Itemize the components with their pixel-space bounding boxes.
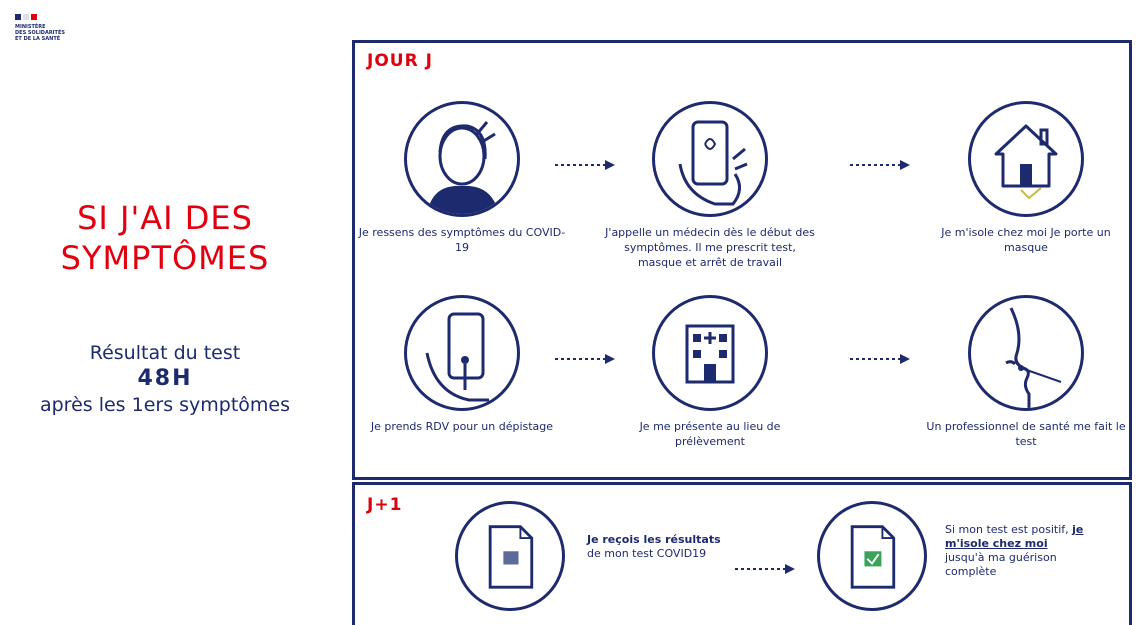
step-isolate: Je m'isole chez moi Je porte un masque (921, 101, 1131, 255)
positive-text-b: jusqu'à ma guérison complète (945, 551, 1057, 578)
step-symptoms-caption: Je ressens des symptômes du COVID-19 (358, 226, 566, 254)
receive-results-rest: de mon test COVID19 (587, 547, 707, 560)
positive-text-a: Si mon test est positif, (945, 523, 1069, 536)
building-icon (652, 295, 768, 411)
result-delay: 48H (137, 366, 193, 391)
receive-results-bold: Je reçois les résultats (587, 533, 721, 546)
positive-isolate-text: Si mon test est positif, je m'isole chez… (945, 523, 1085, 579)
j-plus-1-label: J+1 (367, 495, 403, 515)
result-line-1: Résultat du test (89, 342, 241, 364)
result-document-icon (455, 501, 565, 611)
logo-text: MINISTÈRE DES SOLIDARITÉS ET DE LA SANTÉ (15, 24, 65, 42)
step-call-doctor-caption: J'appelle un médecin dès le début des sy… (605, 226, 815, 269)
receive-results-text: Je reçois les résultats de mon test COVI… (587, 533, 727, 561)
isolate-link-text: je m'isole chez moi (945, 523, 1084, 550)
step-go-to-lab-caption: Je me présente au lieu de prélèvement (639, 420, 781, 448)
step-test-caption: Un professionnel de santé me fait le tes… (926, 420, 1126, 448)
page-title: SI J'AI DES SYMPTÔMES (30, 198, 300, 278)
step-symptoms: Je ressens des symptômes du COVID-19 (357, 101, 567, 255)
j-plus-1-panel: J+1 Je reçois les résultats de mon test … (352, 482, 1132, 625)
result-line-3: après les 1ers symptômes (39, 394, 291, 416)
step-go-to-lab: Je me présente au lieu de prélèvement (605, 295, 815, 449)
jour-j-label: JOUR J (367, 51, 433, 71)
phone-appointment-icon (404, 295, 520, 411)
title-line-1: SI J'AI DES (77, 199, 253, 237)
step-call-doctor: J'appelle un médecin dès le début des sy… (605, 101, 815, 270)
step-appointment: Je prends RDV pour un dépistage (357, 295, 567, 434)
nasal-swab-icon (968, 295, 1084, 411)
positive-document-icon (817, 501, 927, 611)
arrow-icon (850, 155, 910, 170)
french-flag-icon (15, 14, 115, 20)
arrow-icon (850, 349, 910, 364)
house-icon (968, 101, 1084, 217)
phone-call-icon (652, 101, 768, 217)
government-logo: MINISTÈRE DES SOLIDARITÉS ET DE LA SANTÉ (15, 14, 115, 42)
title-line-2: SYMPTÔMES (60, 239, 270, 277)
step-appointment-caption: Je prends RDV pour un dépistage (370, 420, 554, 433)
arrow-icon (735, 559, 795, 574)
result-info: Résultat du test 48H après les 1ers symp… (10, 340, 320, 418)
arrow-icon (555, 155, 615, 170)
jour-j-panel: JOUR J Je ressens des symptômes du COVID… (352, 40, 1132, 480)
step-isolate-caption: Je m'isole chez moi Je porte un masque (941, 226, 1111, 254)
arrow-icon (555, 349, 615, 364)
person-head-icon (404, 101, 520, 217)
step-test: Un professionnel de santé me fait le tes… (921, 295, 1131, 449)
